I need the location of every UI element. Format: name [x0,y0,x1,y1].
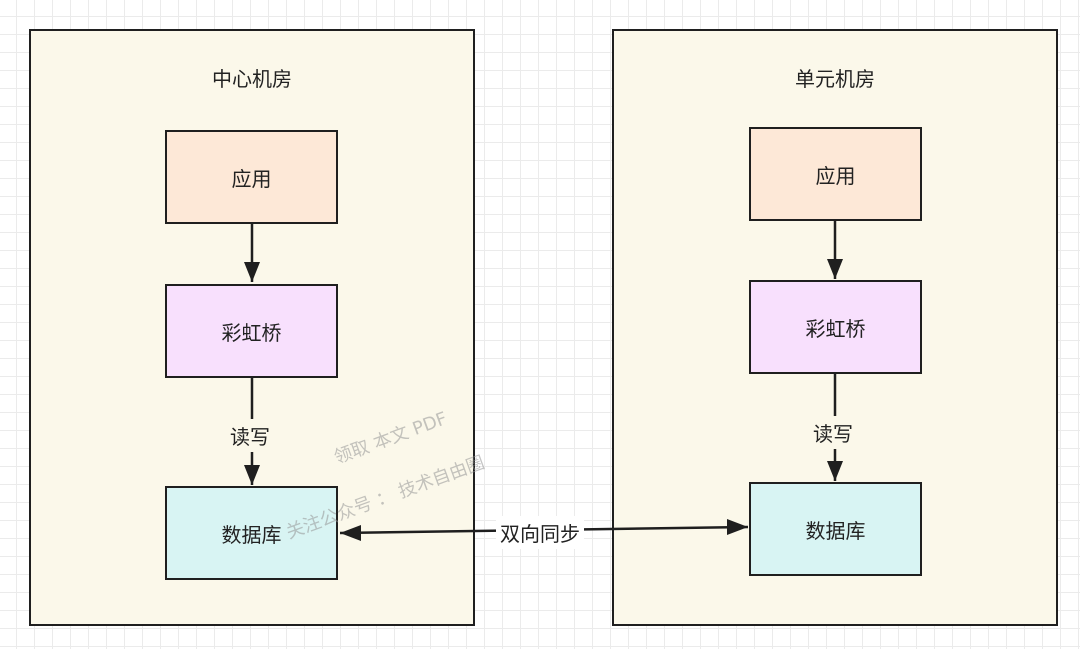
unit-db-node: 数据库 [749,482,922,576]
unit-bridge-label: 彩虹桥 [805,316,866,341]
unit-bridge-node: 彩虹桥 [749,280,922,374]
central-rw-label: 读写 [226,419,274,452]
central-app-node: 应用 [165,130,338,224]
unit-app-label: 应用 [815,163,856,188]
unit-app-node: 应用 [749,127,922,221]
unit-rw-label: 读写 [809,416,857,449]
central-app-label: 应用 [231,166,272,191]
unit-db-label: 数据库 [805,518,866,543]
central-db-node: 数据库 [165,486,338,580]
central-bridge-label: 彩虹桥 [221,320,282,345]
central-room-title: 中心机房 [212,67,292,91]
central-bridge-node: 彩虹桥 [165,284,338,378]
bidirectional-sync-label: 双向同步 [496,516,584,549]
central-db-label: 数据库 [221,522,282,547]
unit-room-title: 单元机房 [795,67,875,91]
